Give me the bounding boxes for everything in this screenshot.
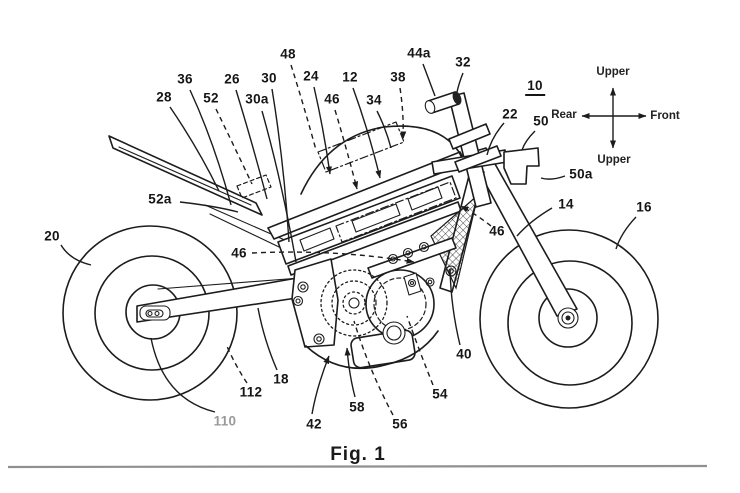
leader-112	[225, 343, 248, 384]
front-fork	[468, 147, 579, 329]
leader-32	[456, 72, 464, 93]
leader-30	[271, 88, 290, 243]
radiator-hatch	[430, 193, 480, 290]
leader-110	[150, 337, 216, 413]
leader-12	[352, 87, 382, 179]
leader-54	[406, 315, 434, 386]
leader-46	[460, 205, 492, 227]
engine-mount-plate	[291, 258, 339, 348]
leader-20	[60, 244, 92, 266]
leader-48	[290, 64, 317, 151]
leader-44a	[422, 63, 436, 97]
leader-18	[257, 307, 278, 371]
callout-leader-lines	[60, 63, 637, 416]
steering-assembly	[424, 91, 540, 208]
swingarm	[136, 276, 304, 323]
frame-and-battery-case	[236, 151, 467, 276]
fork-upper-bracket	[503, 147, 540, 185]
leader-38	[399, 87, 407, 140]
leader-42	[311, 355, 330, 415]
orientation-compass	[581, 87, 647, 149]
leader-52a	[179, 201, 239, 213]
leader-50a	[540, 175, 566, 180]
leader-24	[313, 86, 332, 175]
leader-22	[486, 122, 505, 156]
leader-34	[376, 110, 392, 149]
leader-56	[353, 320, 394, 416]
front-wheel	[479, 229, 659, 409]
leader-36	[189, 89, 232, 206]
leader-46	[251, 251, 415, 264]
leader-58	[344, 347, 356, 398]
leader-46	[334, 109, 359, 190]
leader-16	[615, 216, 637, 250]
leader-30a	[261, 110, 297, 263]
leader-26	[235, 89, 268, 200]
leader-14	[516, 207, 553, 237]
leader-52	[215, 108, 253, 185]
leader-50	[521, 130, 536, 151]
handlebar	[424, 91, 462, 114]
ground-line	[7, 464, 708, 469]
motor-unit	[291, 237, 457, 370]
leader-40	[449, 268, 461, 346]
leader-28	[169, 106, 220, 192]
